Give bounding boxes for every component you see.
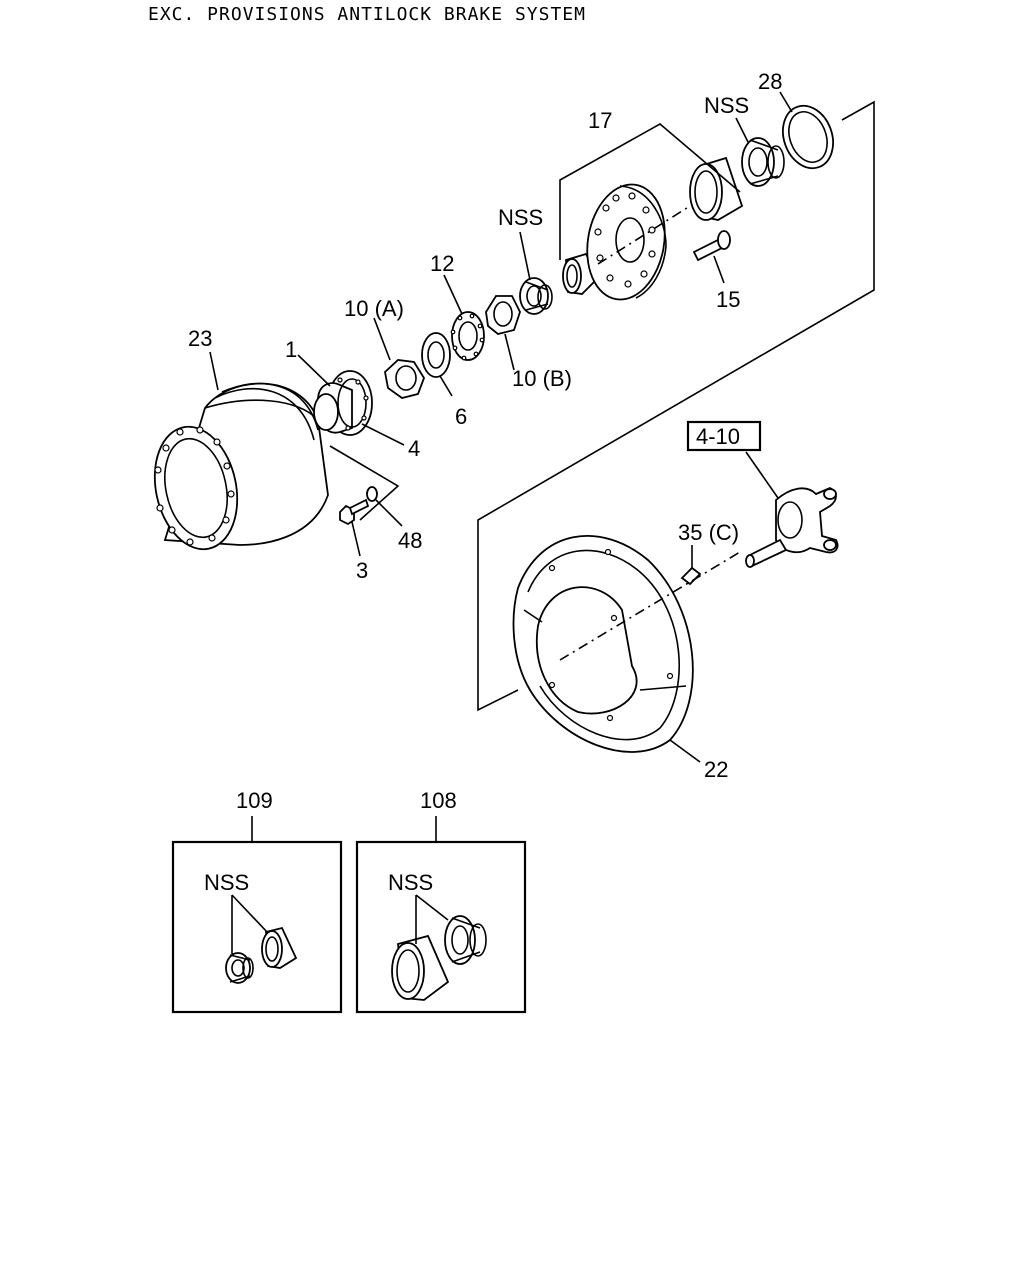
callout-4: 4 [408, 436, 420, 461]
hub-bolt[interactable] [692, 230, 731, 262]
callout-nss-inner: NSS [498, 205, 543, 230]
callout-6: 6 [455, 404, 467, 429]
backing-plate-bolt[interactable] [680, 566, 702, 586]
callout-nss-108: NSS [388, 870, 433, 895]
kit-box-108 [355, 840, 527, 1014]
bearing-cup-outer[interactable] [689, 156, 744, 221]
callout-1: 1 [285, 337, 297, 362]
callout-28: 28 [758, 69, 782, 94]
kit-108-bearing[interactable] [444, 915, 487, 965]
steering-knuckle[interactable] [745, 487, 839, 568]
wheel-hub[interactable] [579, 178, 674, 305]
lock-nut-a[interactable] [384, 359, 425, 399]
callout-15: 15 [716, 287, 740, 312]
callout-23: 23 [188, 326, 212, 351]
callout-108: 108 [420, 788, 457, 813]
thrust-washer[interactable] [421, 332, 451, 378]
hub-cap[interactable] [313, 370, 373, 436]
callout-109: 109 [236, 788, 273, 813]
callout-22: 22 [704, 757, 728, 782]
washer[interactable] [366, 486, 378, 502]
inner-bearing-cone[interactable] [519, 277, 553, 315]
outer-bearing-cone[interactable] [741, 137, 785, 187]
callout-48: 48 [398, 528, 422, 553]
callout-10a: 10 (A) [344, 296, 404, 321]
dust-cover[interactable] [512, 535, 694, 753]
callout-35c: 35 (C) [678, 520, 739, 545]
oil-seal[interactable] [775, 99, 842, 176]
callout-10b: 10 (B) [512, 366, 572, 391]
leader-lines [209, 91, 875, 954]
diagram-title: EXC. PROVISIONS ANTILOCK BRAKE SYSTEM [148, 4, 586, 25]
kit-109-cup[interactable] [261, 926, 298, 969]
callout-17: 17 [588, 108, 612, 133]
kit-box-109 [171, 840, 343, 1014]
kit-108-cup[interactable] [391, 934, 450, 1001]
kit-109-bearing[interactable] [225, 952, 254, 984]
lock-nut-b[interactable] [485, 295, 521, 335]
callout-4-10: 4-10 [696, 424, 740, 449]
callout-12: 12 [430, 251, 454, 276]
lock-washer[interactable] [450, 311, 485, 361]
callout-nss-outer: NSS [704, 93, 749, 118]
bolt[interactable] [339, 498, 370, 526]
callout-3: 3 [356, 558, 368, 583]
brake-drum[interactable] [144, 382, 329, 557]
callout-nss-109: NSS [204, 870, 249, 895]
callout-4-10-box[interactable]: 4-10 [686, 420, 762, 452]
